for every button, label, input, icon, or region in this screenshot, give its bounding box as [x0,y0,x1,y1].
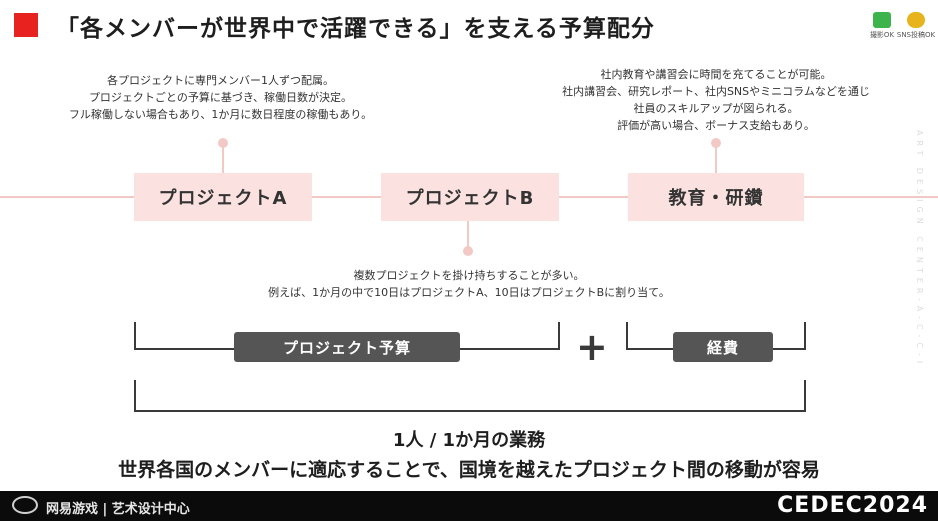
note-line: 社員のスキルアップが図られる。 [633,102,799,115]
photo-ok-label: 撮影OK [869,31,895,39]
note-line: 評価が高い場合、ボーナス支給もあり。 [617,119,815,132]
project-a-note: 各プロジェクトに専門メンバー1人ずつ配属。 プロジェクトごとの予算に基づき、稼働… [48,72,393,123]
chat-icon [907,12,925,28]
connector-dot-education [711,138,721,148]
title-accent-mark [14,13,38,37]
connector-a [222,146,224,174]
note-line: フル稼働しない場合もあり、1か月に数日程度の稼働もあり。 [68,108,373,121]
total-bracket [134,380,806,412]
footer-bar [0,491,938,521]
sns-ok-label: SNS投稿OK [896,31,936,39]
side-watermark: ART DESIGN CENTER-A-C-C-I [915,130,924,369]
connector-dot-b [463,246,473,256]
summary-text: 世界各国のメンバーに適応することで、国境を越えたプロジェクト間の移動が容易 [118,459,820,481]
note-line: 例えば、1か月の中で10日はプロジェクトA、10日はプロジェクトBに割り当て。 [268,286,670,299]
note-line: 社内講習会、研究レポート、社内SNSやミニコラムなどを通じ [562,85,870,98]
note-line: 社内教育や講習会に時間を充てることが可能。 [600,68,832,81]
connector-b [467,220,469,250]
note-line: 複数プロジェクトを掛け持ちすることが多い。 [353,269,585,282]
plus-icon: + [576,325,608,369]
sns-ok-badge: SNS投稿OK [896,12,936,40]
project-a-box: プロジェクトA [134,173,312,221]
photo-ok-badge: 撮影OK [862,12,902,40]
project-b-note: 複数プロジェクトを掛け持ちすることが多い。 例えば、1か月の中で10日はプロジェ… [234,267,704,301]
summary-title: 1人 / 1か月の業務 [392,430,546,451]
note-line: 各プロジェクトに専門メンバー1人ずつ配属。 [107,74,334,87]
connector-dot-a [218,138,228,148]
project-budget-label: プロジェクト予算 [234,332,460,362]
project-b-box: プロジェクトB [381,173,559,221]
connector-education [715,146,717,174]
page-title: 「各メンバーが世界中で活躍できる」を支える予算配分 [56,16,655,42]
camera-icon [873,12,891,28]
note-line: プロジェクトごとの予算に基づき、稼働日数が決定。 [88,91,353,104]
expenses-label: 経費 [673,332,773,362]
netease-logo-text: 网易游戏 | 艺术设计中心 [46,502,190,517]
cedec-logo: CEDEC2024 [777,493,928,518]
education-box: 教育・研鑽 [628,173,804,221]
netease-logo-icon [12,496,38,514]
education-note: 社内教育や講習会に時間を充てることが可能。 社内講習会、研究レポート、社内SNS… [548,66,884,134]
